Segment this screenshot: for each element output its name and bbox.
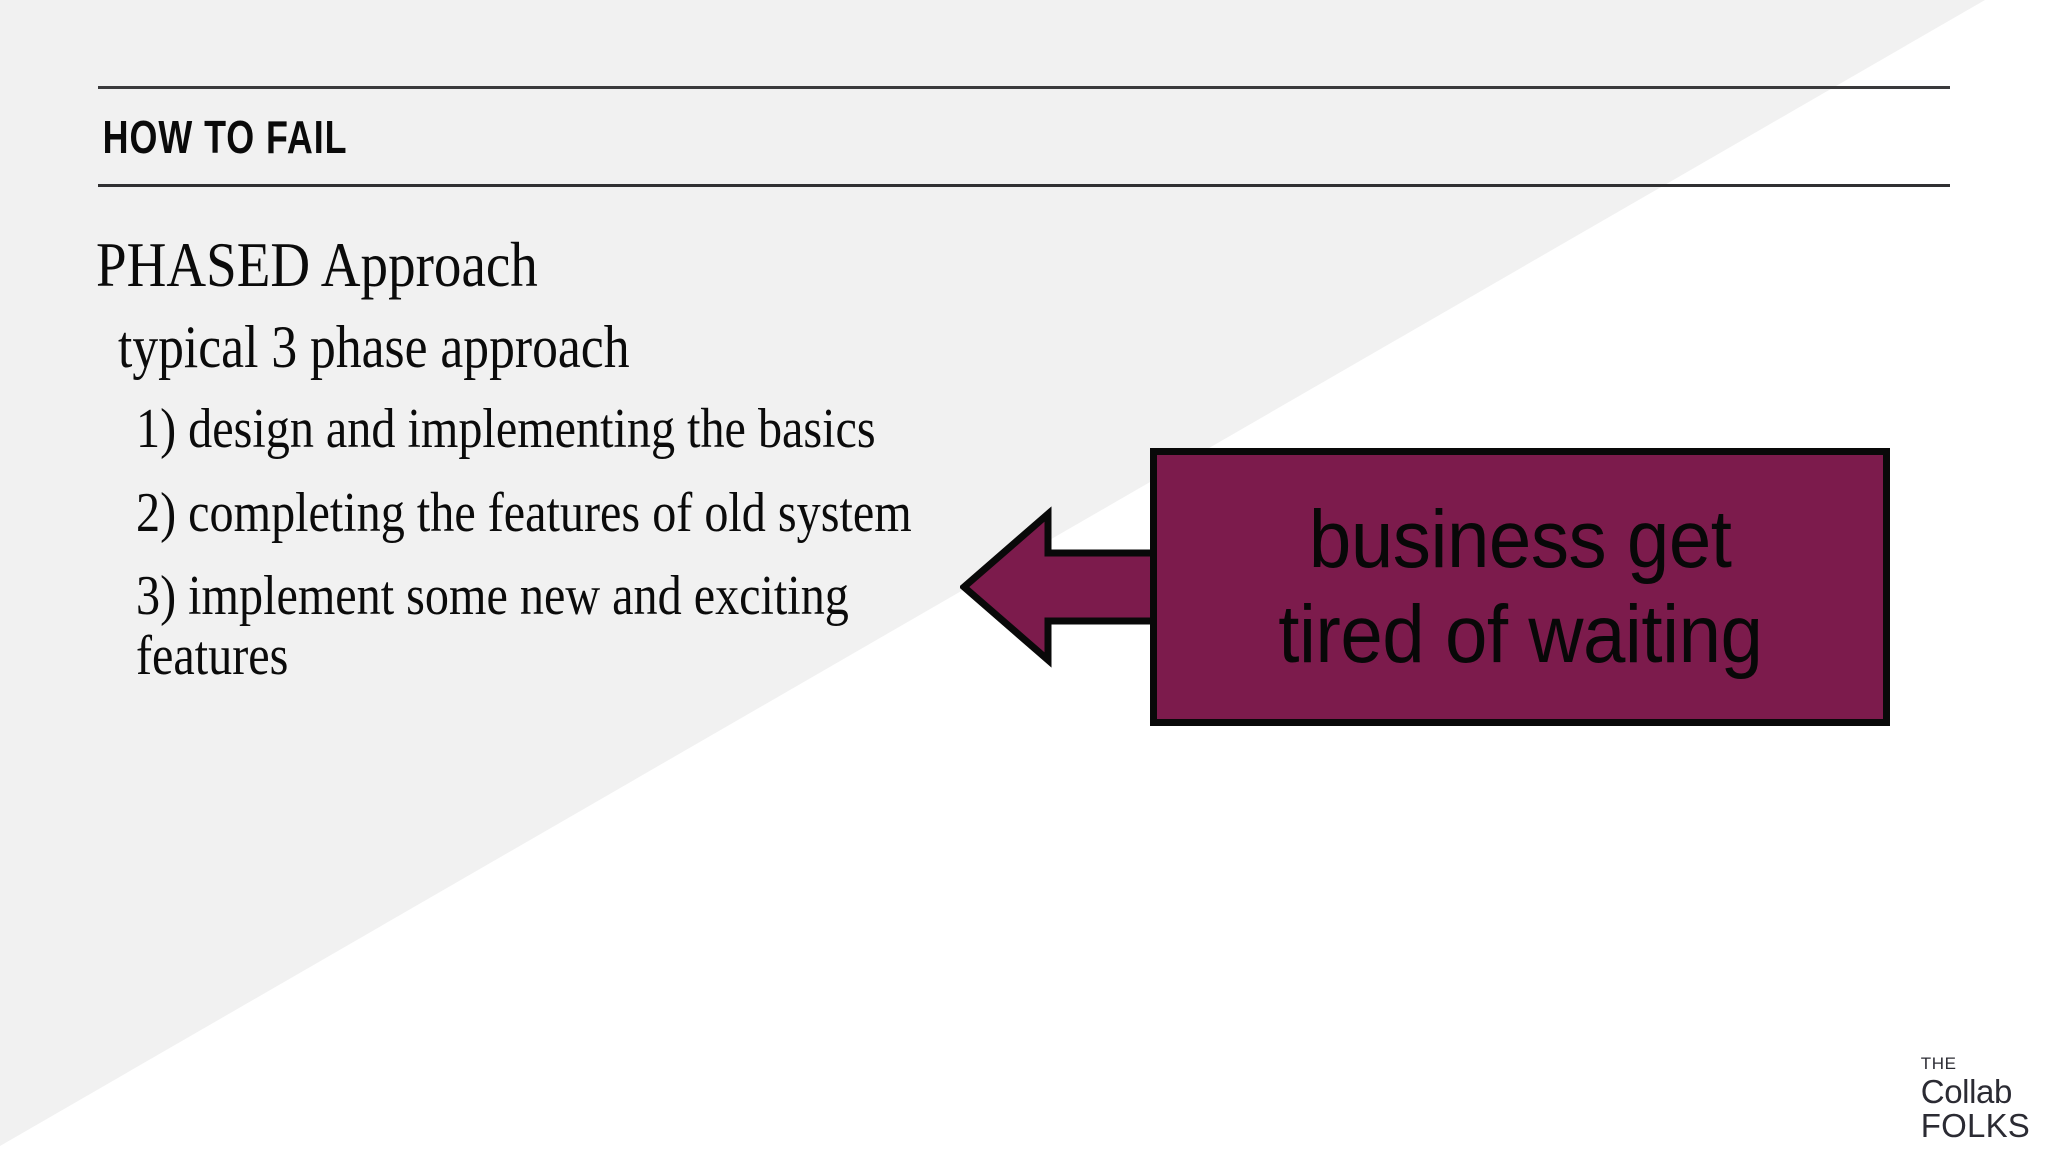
- callout-line-2: tired of waiting: [1277, 589, 1763, 680]
- logo-line-the: THE: [1920, 1054, 1957, 1073]
- body-subheading: typical 3 phase approach: [118, 314, 630, 381]
- list-item: 1) design and implementing the basics: [136, 398, 876, 461]
- body-heading: PHASED Approach: [96, 229, 538, 300]
- page-title: HOW TO FAIL: [102, 111, 348, 163]
- list-item: 3) implement some new and exciting featu…: [136, 565, 849, 687]
- callout-box: business get tired of waiting: [1150, 448, 1890, 726]
- logo-line-collab: Collab: [1920, 1073, 2013, 1110]
- header-rule-top: [98, 86, 1950, 89]
- brand-logo: THE Collab FOLKS: [1921, 1055, 2030, 1142]
- left-arrow-icon: [960, 506, 1160, 668]
- header-rule-bottom: [98, 184, 1950, 187]
- callout-line-1: business get: [1308, 493, 1732, 585]
- list-item: 2) completing the features of old system: [136, 481, 912, 544]
- logo-line-folks: FOLKS: [1920, 1107, 2030, 1144]
- slide-header: HOW TO FAIL: [98, 86, 1950, 187]
- body-content: PHASED Approach typical 3 phase approach…: [96, 232, 1096, 710]
